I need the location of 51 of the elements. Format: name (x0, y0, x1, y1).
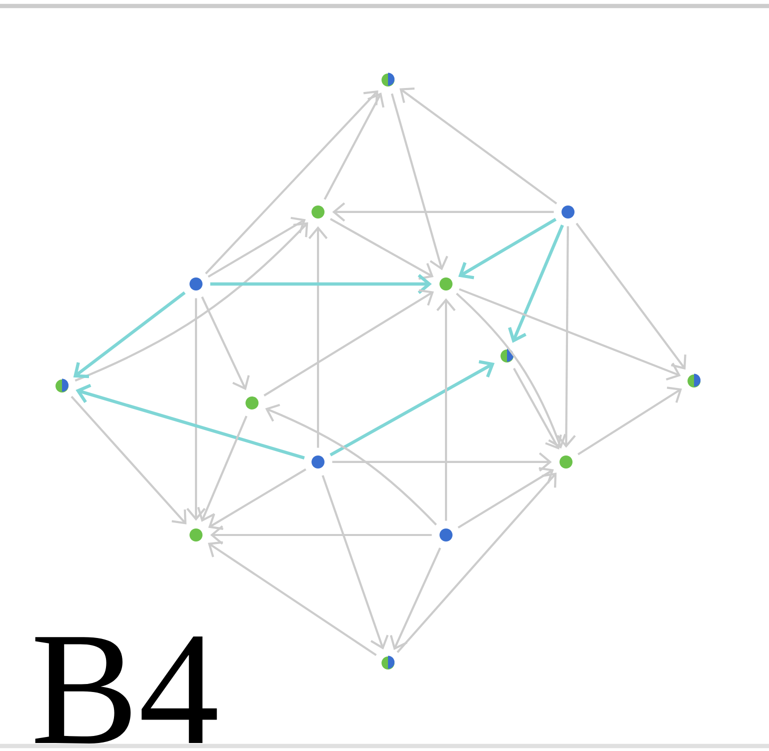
arrow (390, 548, 442, 650)
arrow (324, 92, 384, 200)
arrow (205, 90, 378, 274)
arrow (577, 386, 682, 456)
node-dot (56, 378, 68, 392)
node-dot (382, 72, 394, 86)
arrow (390, 93, 448, 270)
arrow (436, 298, 456, 521)
arrow (332, 202, 554, 222)
arrow (208, 216, 306, 278)
arrow (201, 296, 250, 390)
node-dot (500, 348, 514, 362)
arrow (508, 224, 564, 343)
node-dot (190, 277, 202, 290)
arrow (76, 384, 305, 460)
arrow (458, 467, 554, 528)
arrow (396, 472, 557, 654)
arrow (456, 292, 566, 449)
node-dot (312, 455, 324, 468)
node-dot (688, 374, 701, 388)
arrow (186, 298, 206, 521)
arrow (556, 226, 576, 448)
arrow (308, 226, 328, 448)
arrow (70, 396, 186, 524)
arrow (400, 87, 558, 204)
arrow (264, 289, 434, 396)
arrow (576, 222, 686, 370)
node-dot (312, 206, 324, 218)
node-dot (190, 528, 202, 542)
arrow (197, 416, 248, 522)
arrow (322, 475, 389, 650)
node-dot (440, 528, 453, 542)
node-dot (382, 656, 394, 670)
arrow (265, 404, 437, 526)
arrow (73, 291, 186, 378)
node-dot (246, 396, 259, 410)
arrow (208, 541, 377, 656)
arrow (513, 368, 562, 450)
diagram-label: B4 (35, 636, 217, 744)
arrow (210, 525, 432, 545)
arrow (332, 452, 552, 472)
arrow (210, 274, 432, 294)
arrow (330, 218, 434, 280)
arrow (458, 288, 681, 381)
arrow (74, 222, 308, 382)
node-dot (440, 277, 453, 290)
arrow (330, 360, 495, 456)
node-dot (560, 455, 573, 468)
arrow (458, 218, 557, 280)
node-dot (562, 206, 575, 218)
arrow (208, 468, 306, 530)
